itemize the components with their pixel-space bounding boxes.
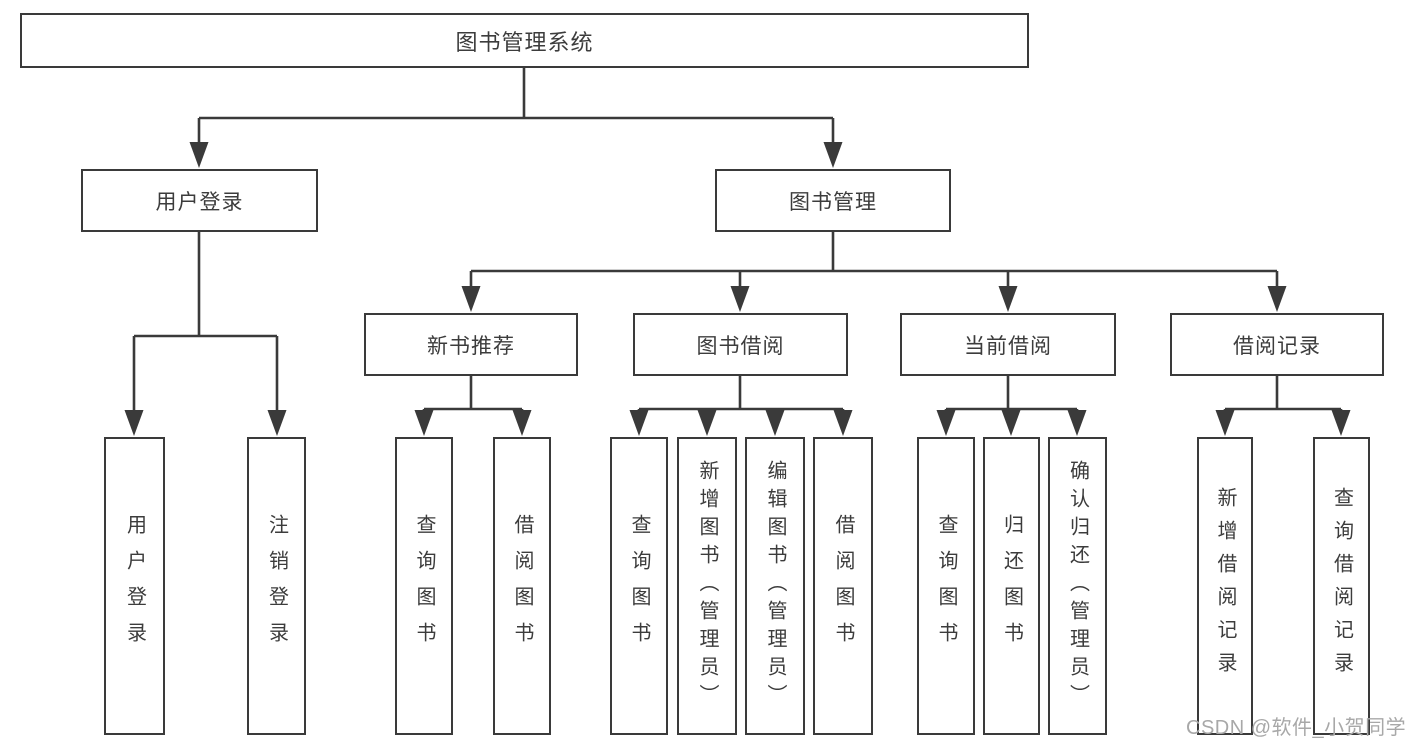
- node-user-login-label: 用户登录: [155, 190, 244, 214]
- node-book-management: 图书管理: [715, 169, 951, 232]
- leaf-add-books-admin: 新增图书（管理员）: [677, 437, 737, 735]
- node-borrow-records-label: 借阅记录: [1233, 334, 1321, 358]
- leaf-query-books-recommend-label: 查询图书: [413, 514, 435, 658]
- leaf-edit-books-admin-label: 编辑图书（管理员）: [764, 460, 786, 712]
- node-root: 图书管理系统: [20, 13, 1029, 68]
- node-new-book-recommend: 新书推荐: [364, 313, 578, 376]
- leaf-confirm-return-admin-label: 确认归还（管理员）: [1066, 460, 1089, 712]
- leaf-logout: 注销登录: [247, 437, 306, 735]
- leaf-query-borrow-record: 查询借阅记录: [1313, 437, 1370, 735]
- node-book-management-label: 图书管理: [789, 190, 877, 214]
- leaf-add-books-admin-label: 新增图书（管理员）: [696, 460, 718, 712]
- node-current-borrow-label: 当前借阅: [964, 334, 1052, 358]
- csdn-watermark: CSDN @软件_小贺同学: [1186, 717, 1405, 739]
- leaf-confirm-return-admin: 确认归还（管理员）: [1048, 437, 1107, 735]
- leaf-user-login-label: 用户登录: [123, 514, 146, 658]
- node-borrow-records: 借阅记录: [1170, 313, 1384, 376]
- node-new-book-recommend-label: 新书推荐: [427, 334, 515, 358]
- leaf-query-books-borrow: 查询图书: [610, 437, 668, 735]
- leaf-user-login: 用户登录: [104, 437, 165, 735]
- leaf-query-books-current-label: 查询图书: [935, 514, 957, 658]
- leaf-add-borrow-record-label: 新增借阅记录: [1214, 487, 1236, 685]
- leaf-return-books: 归还图书: [983, 437, 1040, 735]
- leaf-add-borrow-record: 新增借阅记录: [1197, 437, 1253, 735]
- leaf-query-books-current: 查询图书: [917, 437, 975, 735]
- node-current-borrow: 当前借阅: [900, 313, 1116, 376]
- leaf-borrow-books-recommend: 借阅图书: [493, 437, 551, 735]
- node-book-borrow: 图书借阅: [633, 313, 848, 376]
- node-root-label: 图书管理系统: [455, 29, 594, 55]
- leaf-borrow-books: 借阅图书: [813, 437, 873, 735]
- leaf-query-books-borrow-label: 查询图书: [628, 514, 650, 658]
- leaf-edit-books-admin: 编辑图书（管理员）: [745, 437, 805, 735]
- node-user-login: 用户登录: [81, 169, 318, 232]
- leaf-return-books-label: 归还图书: [1000, 514, 1023, 658]
- leaf-borrow-books-label: 借阅图书: [832, 514, 854, 658]
- leaf-borrow-books-recommend-label: 借阅图书: [511, 514, 533, 658]
- leaf-query-borrow-record-label: 查询借阅记录: [1330, 487, 1353, 685]
- node-book-borrow-label: 图书借阅: [696, 334, 785, 358]
- leaf-logout-label: 注销登录: [265, 514, 288, 658]
- leaf-query-books-recommend: 查询图书: [395, 437, 453, 735]
